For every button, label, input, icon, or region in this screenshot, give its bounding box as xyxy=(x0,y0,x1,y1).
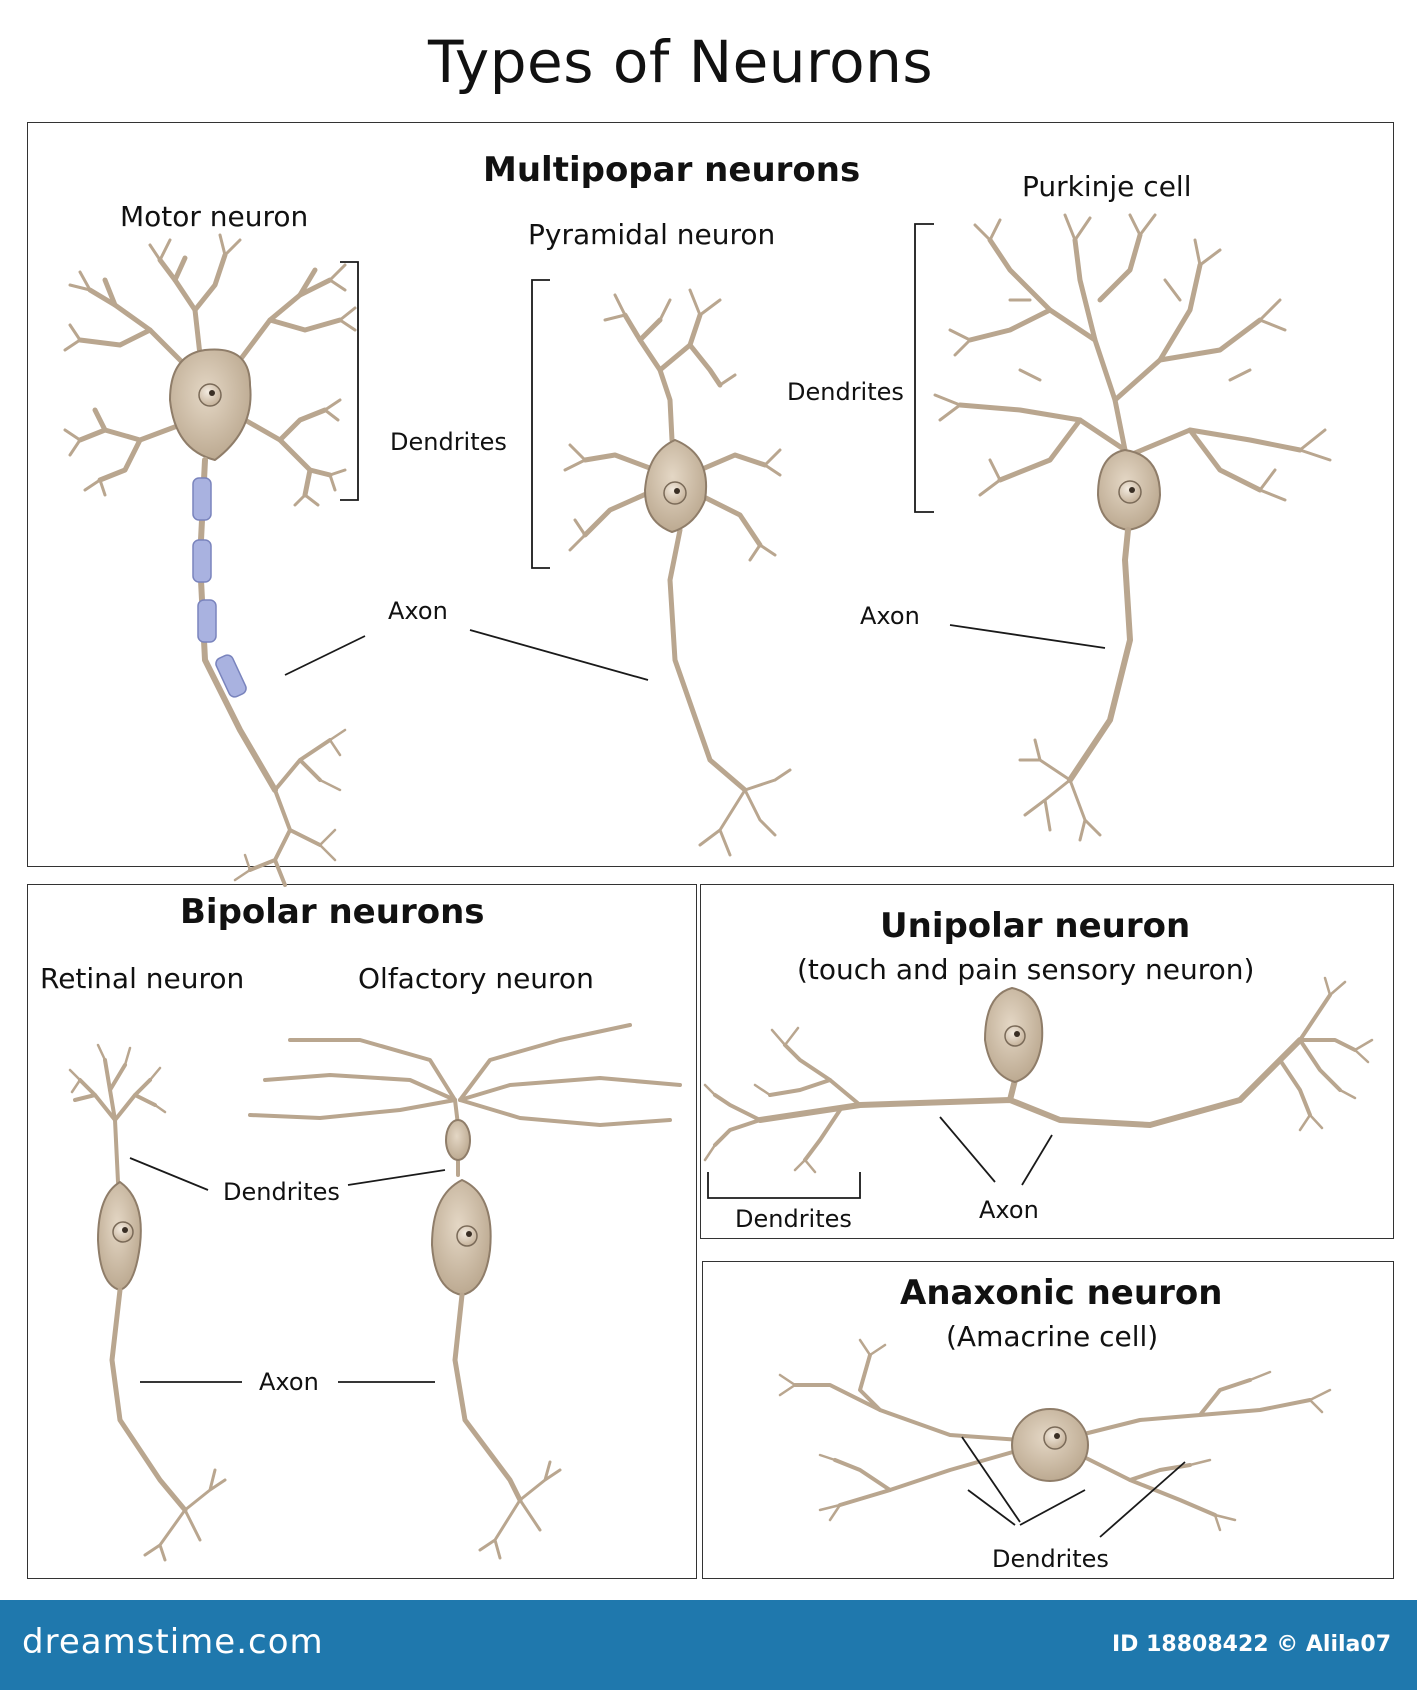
dendrites-leader-olfactory xyxy=(347,1169,446,1186)
axon-leader-unipolar-left xyxy=(939,1116,996,1183)
pyramidal-neuron-label: Pyramidal neuron xyxy=(528,218,776,251)
motor-dendrites-bracket xyxy=(340,261,359,501)
dendrites-leader-amacrine-3 xyxy=(1019,1489,1086,1526)
retinal-neuron xyxy=(68,1043,227,1562)
anaxonic-subtitle: (Amacrine cell) xyxy=(946,1320,1159,1353)
pyramidal-dendrites-bracket xyxy=(531,279,550,569)
unipolar-dendrites-bracket xyxy=(707,1172,861,1199)
motor-neuron-label: Motor neuron xyxy=(120,200,309,233)
multipolar-panel xyxy=(27,122,1394,867)
olfactory-neuron-label: Olfactory neuron xyxy=(358,962,594,995)
leader-lines xyxy=(129,223,1186,1538)
axon-label-right: Axon xyxy=(860,602,920,630)
dendrites-leader-amacrine-2 xyxy=(967,1489,1016,1526)
pyramidal-neuron xyxy=(563,288,792,857)
dendrites-leader-retinal xyxy=(129,1157,209,1191)
bipolar-heading: Bipolar neurons xyxy=(180,892,485,932)
axon-leader-unipolar-right xyxy=(1021,1134,1053,1186)
axon-leader-purkinje xyxy=(949,624,1106,649)
retinal-neuron-label: Retinal neuron xyxy=(40,962,245,995)
axon-leader-motor xyxy=(284,635,366,676)
purkinje-cell-label: Purkinje cell xyxy=(1022,170,1192,203)
page-title: Types of Neurons xyxy=(428,28,934,96)
unipolar-neuron xyxy=(703,976,1374,1174)
axon-label-left: Axon xyxy=(388,597,448,625)
unipolar-heading: Unipolar neuron xyxy=(880,906,1191,946)
multipolar-heading: Multipopar neurons xyxy=(483,150,861,190)
dendrites-label-left: Dendrites xyxy=(390,428,507,456)
dendrites-leader-amacrine-1 xyxy=(961,1436,1021,1523)
dendrites-label-right: Dendrites xyxy=(787,378,904,406)
bipolar-axon-label: Axon xyxy=(259,1368,319,1396)
anaxonic-heading: Anaxonic neuron xyxy=(900,1273,1223,1313)
bipolar-dendrites-label: Dendrites xyxy=(223,1178,340,1206)
purkinje-dendrites-bracket xyxy=(914,223,934,513)
anaxonic-dendrites-label: Dendrites xyxy=(992,1545,1109,1573)
dendrites-leader-amacrine-4 xyxy=(1099,1461,1186,1538)
dreamstime-logo: dreamstime.com xyxy=(22,1622,324,1662)
unipolar-subtitle: (touch and pain sensory neuron) xyxy=(797,953,1255,986)
bipolar-panel xyxy=(27,884,697,1579)
image-id-credit: ID 18808422 © Alila07 xyxy=(1112,1632,1391,1657)
amacrine-cell xyxy=(778,1338,1332,1532)
motor-neuron xyxy=(63,233,357,887)
unipolar-axon-label: Axon xyxy=(979,1196,1039,1224)
anaxonic-panel xyxy=(702,1261,1394,1579)
watermark-footer: dreamstime.com ID 18808422 © Alila07 xyxy=(0,1600,1417,1690)
olfactory-neuron xyxy=(248,1023,682,1560)
unipolar-panel xyxy=(700,884,1394,1239)
unipolar-dendrites-label: Dendrites xyxy=(735,1205,852,1233)
axon-leader-pyramidal xyxy=(469,629,649,681)
purkinje-cell xyxy=(933,213,1332,842)
